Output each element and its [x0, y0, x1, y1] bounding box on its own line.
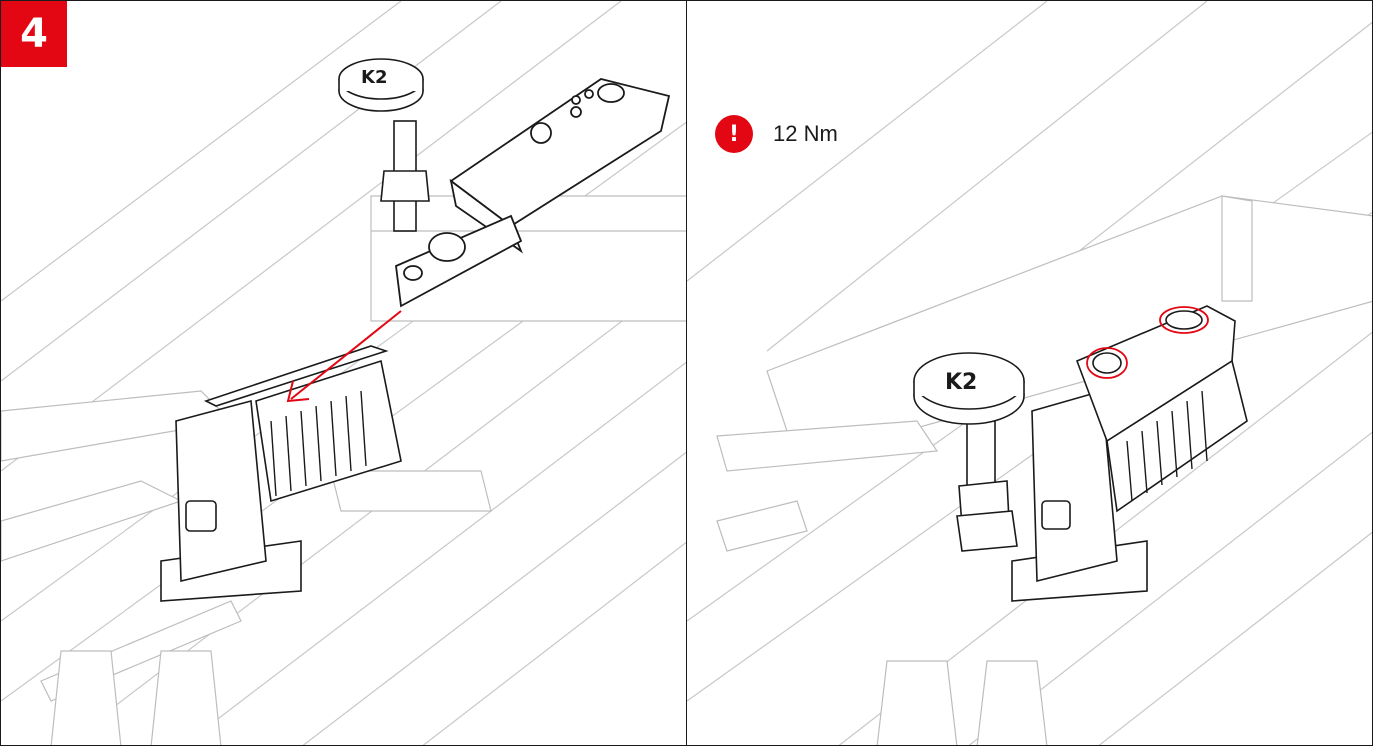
- panel-after-assembly: K2: [686, 0, 1373, 746]
- torque-value: 12 Nm: [773, 121, 838, 146]
- module-frame: [370, 195, 686, 322]
- clamp-fins: [270, 390, 367, 497]
- assembled-clamp: [1011, 305, 1248, 602]
- panel-before-assembly: K2 4: [0, 0, 687, 746]
- clamp-fins: [1126, 390, 1208, 502]
- top-clamp: [395, 78, 671, 308]
- assembly-illustration-right: K2: [687, 1, 1372, 745]
- bolt-assembly: [913, 352, 1025, 552]
- bolt-logo: K2: [361, 67, 387, 88]
- assembly-illustration-left: K2: [1, 1, 686, 745]
- bolt-logo: K2: [945, 370, 977, 395]
- torque-note: ! 12 Nm: [715, 115, 838, 153]
- base-clamp: [160, 345, 402, 602]
- torque-highlight-rings: [1086, 306, 1209, 379]
- exclamation-icon: !: [715, 115, 753, 153]
- insertion-arrow: [286, 310, 402, 403]
- step-number-badge: 4: [1, 1, 67, 67]
- mounting-rails: [1, 390, 492, 745]
- bolt-assembly: [338, 58, 430, 232]
